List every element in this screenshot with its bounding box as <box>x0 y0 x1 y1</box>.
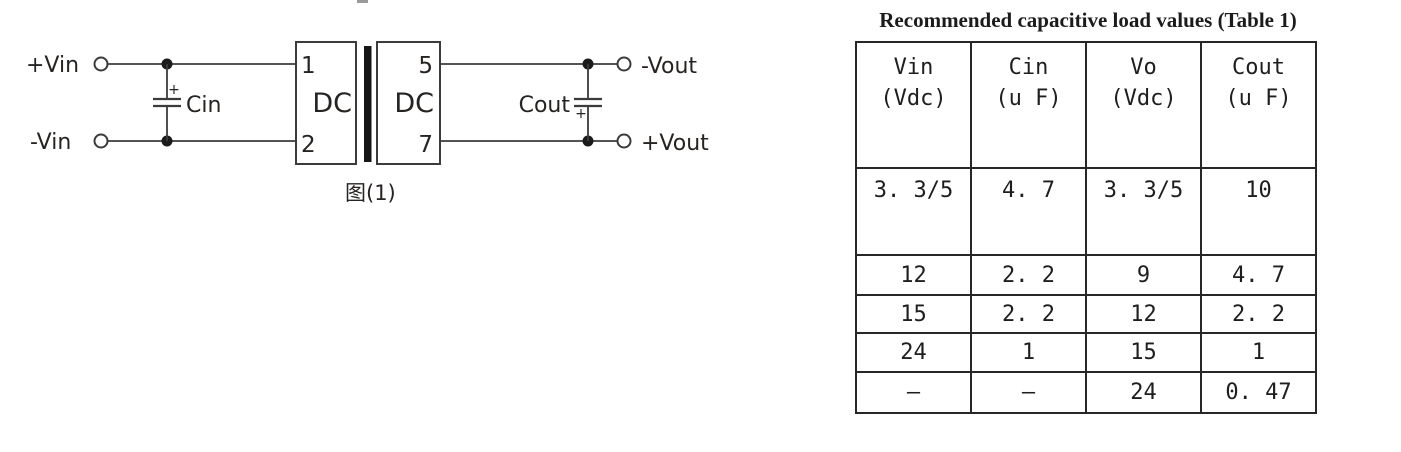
table-title: Recommended capacitive load values (Tabl… <box>879 8 1297 32</box>
header-name: Vin <box>893 55 934 80</box>
table-row: 3. 3/5 4. 7 3. 3/5 10 <box>855 167 1317 256</box>
cell-vin: – <box>855 371 972 414</box>
cell-vin: 15 <box>855 294 972 334</box>
cout-polarity-mark: + <box>575 106 587 122</box>
scan-artifact <box>357 0 368 3</box>
cell-cin: 2. 2 <box>970 254 1087 296</box>
header-cell-cout: Cout (u F) <box>1200 41 1317 169</box>
cell-cout: 0. 47 <box>1200 371 1317 414</box>
table-header-row: Vin (Vdc) Cin (u F) Vo (Vdc) Cout (u F) <box>855 41 1317 169</box>
header-name: Cout <box>1232 55 1285 80</box>
cell-cout: 10 <box>1200 167 1317 256</box>
header-cell-vin: Vin (Vdc) <box>855 41 972 169</box>
cell-cout: 1 <box>1200 332 1317 373</box>
dc-primary-label: DC <box>312 88 352 119</box>
table-row: 24 1 15 1 <box>855 332 1317 373</box>
table-row: – – 24 0. 47 <box>855 371 1317 414</box>
cell-vo: 12 <box>1085 294 1202 334</box>
cell-cin: 4. 7 <box>970 167 1087 256</box>
dc-box-primary <box>295 41 357 165</box>
isolation-bar <box>364 46 372 162</box>
vout-plus-terminal-circle <box>616 133 632 149</box>
cin-label: Cin <box>186 93 221 118</box>
cell-cin: 1 <box>970 332 1087 373</box>
dc-secondary-label: DC <box>394 88 434 119</box>
header-unit: (Vdc) <box>1110 86 1177 111</box>
pin-5-label: 5 <box>418 53 433 79</box>
cin-polarity-mark: + <box>168 82 180 98</box>
cell-cin: – <box>970 371 1087 414</box>
pin-7-label: 7 <box>418 132 433 158</box>
vin-minus-terminal-circle <box>93 133 109 149</box>
dc-box-secondary <box>376 41 441 165</box>
cell-vo: 24 <box>1085 371 1202 414</box>
header-cell-vo: Vo (Vdc) <box>1085 41 1202 169</box>
table-row: 15 2. 2 12 2. 2 <box>855 294 1317 334</box>
cell-vin: 3. 3/5 <box>855 167 972 256</box>
header-cell-cin: Cin (u F) <box>970 41 1087 169</box>
pin-2-label: 2 <box>301 132 316 158</box>
vout-plus-label: +Vout <box>641 131 709 156</box>
cell-vo: 15 <box>1085 332 1202 373</box>
vin-plus-label: +Vin <box>26 53 79 78</box>
cell-cout: 2. 2 <box>1200 294 1317 334</box>
cout-label: Cout <box>519 93 571 118</box>
header-name: Vo <box>1130 55 1157 80</box>
cell-vo: 9 <box>1085 254 1202 296</box>
cell-vin: 24 <box>855 332 972 373</box>
header-name: Cin <box>1008 55 1049 80</box>
vout-minus-terminal-circle <box>616 56 632 72</box>
dc-dc-circuit-figure: +Vin -Vin + Cin 1 DC 2 5 DC 7 <box>26 41 709 205</box>
cell-vo: 3. 3/5 <box>1085 167 1202 256</box>
header-unit: (u F) <box>995 86 1062 111</box>
cell-cin: 2. 2 <box>970 294 1087 334</box>
vin-plus-terminal-circle <box>93 56 109 72</box>
header-unit: (u F) <box>1225 86 1292 111</box>
capacitive-load-table: Vin (Vdc) Cin (u F) Vo (Vdc) Cout (u F) … <box>855 41 1317 414</box>
vin-minus-label: -Vin <box>30 130 71 155</box>
pin-1-label: 1 <box>301 53 316 79</box>
cell-cout: 4. 7 <box>1200 254 1317 296</box>
table-row: 12 2. 2 9 4. 7 <box>855 254 1317 296</box>
cell-vin: 12 <box>855 254 972 296</box>
figure-caption: 图(1) <box>345 181 396 205</box>
header-unit: (Vdc) <box>880 86 947 111</box>
vout-minus-label: -Vout <box>641 54 697 79</box>
